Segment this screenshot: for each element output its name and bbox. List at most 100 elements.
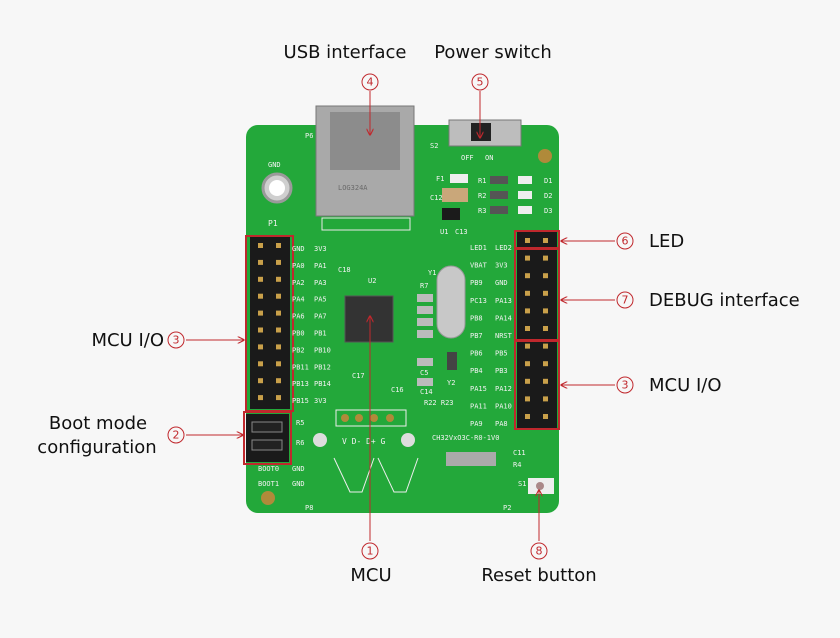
header-pin: [543, 308, 548, 314]
silk-c13: C13: [455, 228, 468, 236]
pin-label: LED1: [470, 244, 487, 252]
callout-power: Power switch 5: [434, 42, 552, 138]
boot-jumper[interactable]: [246, 414, 289, 462]
pin-label: PB14: [314, 380, 331, 388]
jumper-cap: [251, 439, 283, 451]
pin-label: PA10: [495, 402, 512, 410]
reset-button-cap: [536, 482, 544, 490]
mcu-io-right-highlight: [514, 340, 560, 430]
mcu-chip: [344, 295, 394, 343]
silk-boot0: BOOT0: [258, 465, 279, 473]
silk-gnd-a: GND: [292, 465, 305, 473]
mounting-pad: [538, 149, 552, 163]
header-pin: [543, 378, 548, 384]
inductor: [446, 452, 496, 466]
mounting-pad: [261, 491, 275, 505]
header-pin: [525, 308, 530, 314]
header-pin: [543, 396, 548, 402]
led-d1: [518, 176, 532, 184]
silk-u2: U2: [368, 277, 376, 285]
header-pin: [258, 310, 263, 316]
left-pin-header: [250, 237, 290, 409]
header-pin: [276, 361, 281, 367]
silk-d3: D3: [544, 207, 552, 215]
pin-label: PB0: [292, 330, 305, 338]
silk-usb-pins: V D- D+ G: [342, 437, 386, 446]
silk-gnd: GND: [268, 161, 281, 169]
pin-label: PA2: [292, 279, 305, 287]
header-pin: [543, 343, 548, 349]
pin-label: PB15: [292, 397, 309, 405]
pin-label: VBAT: [470, 262, 488, 270]
header-pin: [258, 243, 263, 248]
header-pin: [258, 344, 263, 350]
pin-label: PA11: [470, 402, 487, 410]
callout-label: MCU I/O: [91, 330, 164, 351]
silk-r4: R4: [513, 461, 521, 469]
callout-label: MCU: [350, 565, 391, 586]
pad: [386, 414, 394, 422]
crystal-y1: [436, 265, 466, 339]
callout-number: 5: [477, 76, 484, 89]
silk-r7: R7: [420, 282, 428, 290]
callout-number: 3: [173, 334, 180, 347]
callout-number: 4: [367, 76, 374, 89]
passive-column: [417, 294, 433, 386]
header-pin: [543, 273, 548, 279]
pin-label: PA3: [314, 279, 327, 287]
pad-large: [313, 433, 327, 447]
hole-center: [269, 180, 285, 196]
header-pin: [543, 326, 548, 331]
callout-number-circle: [167, 426, 185, 444]
pin-label: PB5: [495, 350, 508, 358]
boot-highlight: [243, 411, 292, 465]
header-pin: [525, 396, 530, 402]
header-pin: [276, 344, 281, 350]
pin-label: 3V3: [495, 262, 508, 270]
callout-usb: USB interface 4: [284, 42, 407, 135]
pin-label: NRST: [495, 332, 513, 340]
silk-r1: R1: [478, 177, 486, 185]
pin-label: PB3: [495, 367, 508, 375]
callout-boot: Boot mode configuration 2: [37, 413, 243, 458]
callout-number: 8: [536, 545, 543, 558]
pin-label: PA0: [292, 262, 305, 270]
header-pin: [276, 243, 281, 248]
silk-s1: S1: [518, 480, 526, 488]
callout-number-circle: [471, 73, 489, 91]
usb-pin-header: [335, 409, 407, 427]
silk-y1: Y1: [428, 269, 436, 277]
callout-mcu-io-right: 3 MCU I/O: [561, 375, 722, 396]
callout-number-circle: [616, 376, 634, 394]
callout-label-line1: Boot mode: [49, 413, 147, 434]
usb-port-opening: [330, 112, 400, 170]
header-pin: [543, 290, 548, 296]
pin-label: PB4: [470, 367, 483, 375]
pin-label: PB12: [314, 363, 331, 371]
callout-number-circle: [616, 291, 634, 309]
crystal-y2: [447, 352, 457, 370]
pin-label: PB11: [292, 363, 309, 371]
header-pin: [258, 327, 263, 333]
resistor: [490, 191, 508, 199]
fuse: [450, 174, 468, 183]
usb-marking: LOG324A: [338, 184, 368, 192]
silk-s2: S2: [430, 142, 438, 150]
switch-slider: [471, 123, 491, 141]
silk-r5: R5: [296, 419, 304, 427]
pin-label: PB7: [470, 332, 483, 340]
silk-u1: U1: [440, 228, 448, 236]
callout-label: USB interface: [284, 42, 407, 63]
usb-outline: [321, 217, 411, 231]
callout-number-circle: [361, 542, 379, 560]
header-pin: [525, 361, 530, 367]
callout-number-circle: [530, 542, 548, 560]
pin-label: GND: [292, 245, 305, 253]
pin-label: 3V3: [314, 397, 327, 405]
callout-debug: 7 DEBUG interface: [561, 290, 800, 311]
silk-p1: P1: [268, 219, 278, 228]
header-pin: [525, 290, 530, 296]
pad-large: [401, 433, 415, 447]
header-pin: [276, 378, 281, 384]
